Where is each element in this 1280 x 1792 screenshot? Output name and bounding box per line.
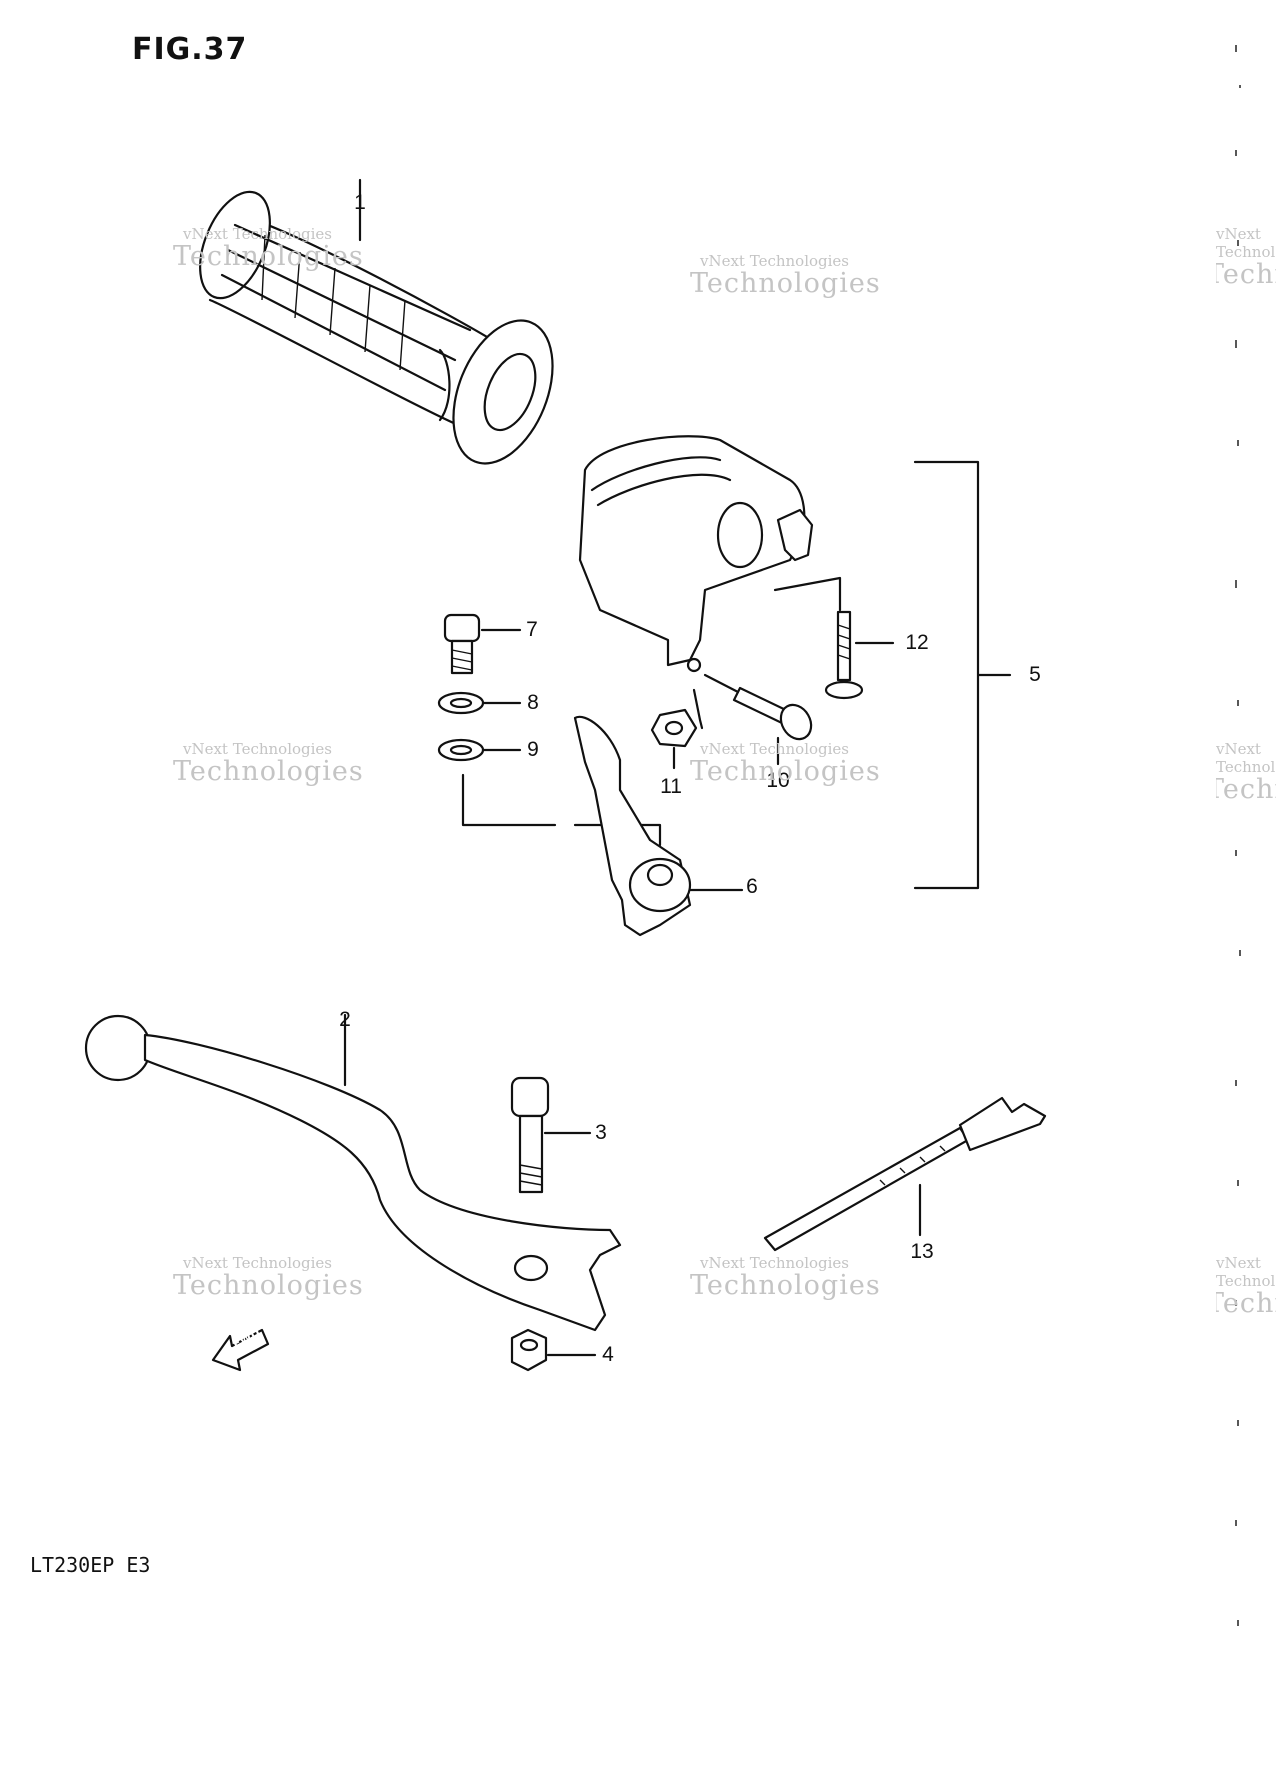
switch-housing [578, 435, 842, 673]
callout-11: 11 [660, 775, 682, 798]
callout-7: 7 [526, 618, 538, 641]
callout-5: 5 [1029, 663, 1041, 686]
figure-title: FIG.37 [132, 32, 248, 67]
callout-2: 2 [339, 1008, 351, 1031]
screw-12 [824, 610, 895, 700]
callout-10: 10 [766, 769, 790, 792]
cable-tie-13 [763, 1096, 1047, 1252]
fwd-arrow-icon [211, 1328, 270, 1372]
callout-13: 13 [910, 1240, 934, 1263]
nut-11 [650, 688, 704, 770]
grip [199, 178, 554, 465]
brake-lever [84, 1013, 622, 1332]
nut-4 [510, 1328, 597, 1372]
callout-1: 1 [354, 191, 366, 214]
callout-6: 6 [746, 875, 758, 898]
bracket-5 [913, 460, 1012, 890]
callout-9: 9 [527, 738, 539, 761]
bolt-7 [443, 613, 522, 675]
washer-8 [437, 691, 522, 715]
lever-6 [573, 715, 744, 937]
callout-3: 3 [595, 1121, 607, 1144]
scan-edge-marks [1235, 45, 1241, 1626]
callout-12: 12 [905, 631, 929, 654]
pivot-bolt-3 [510, 1076, 592, 1194]
callout-8: 8 [527, 691, 539, 714]
screw-10 [703, 673, 813, 766]
callout-4: 4 [602, 1343, 614, 1366]
model-code: LT230EP E3 [30, 1553, 151, 1577]
